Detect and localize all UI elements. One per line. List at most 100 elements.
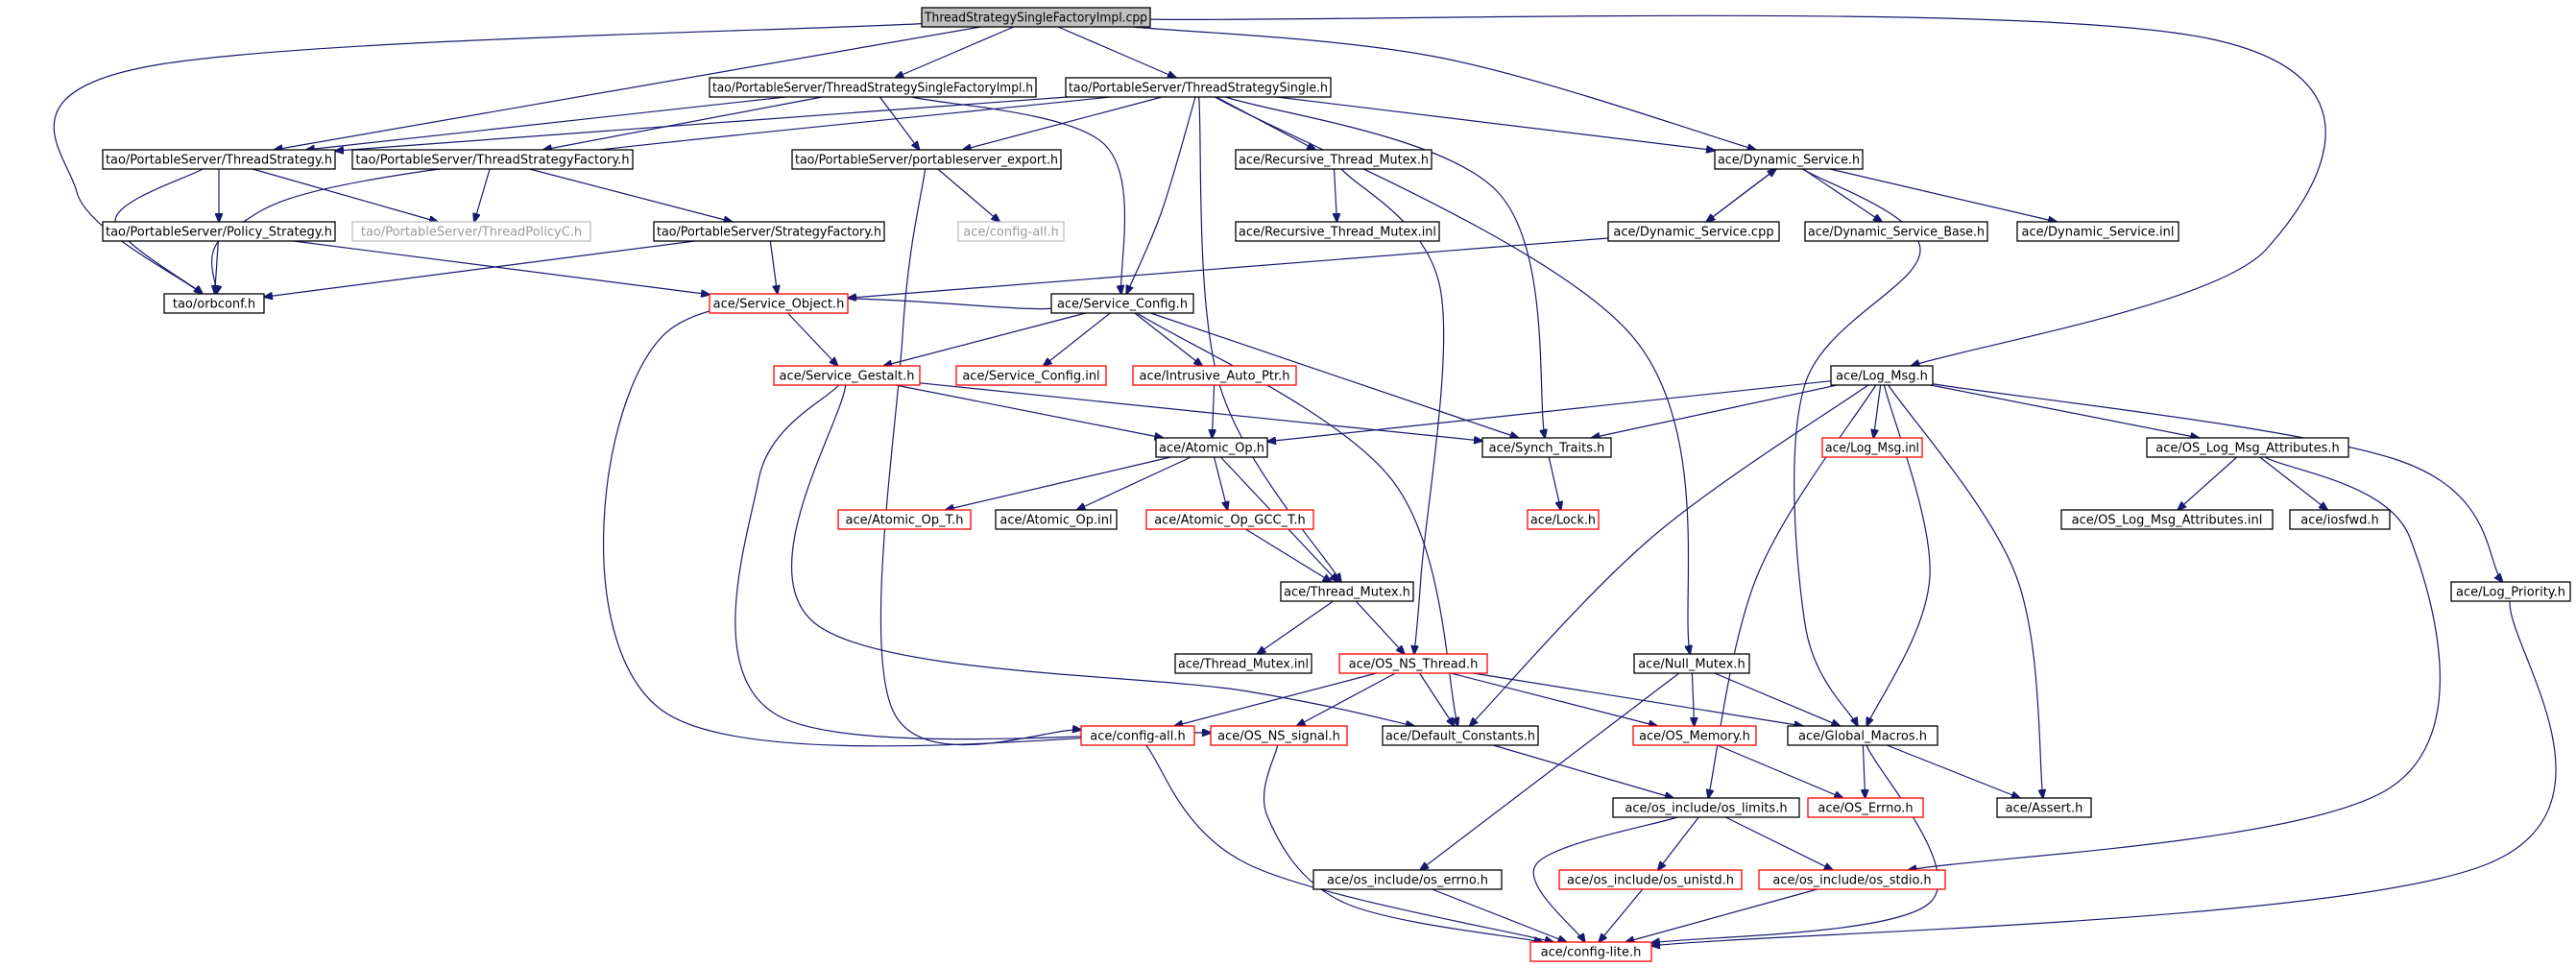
file-node-label: ace/Assert.h bbox=[2006, 802, 2083, 816]
include-edge-so_h-to-sg_h bbox=[787, 312, 837, 366]
include-edge-dyn_h-to-dyn_inl bbox=[1829, 168, 2057, 222]
file-node-box bbox=[957, 221, 1065, 242]
file-node-rtm_h[interactable]: ace/Recursive_Thread_Mutex.h bbox=[1235, 149, 1432, 170]
file-node-cfgall_top[interactable]: ace/config-all.h bbox=[957, 221, 1065, 242]
file-node-ps_h[interactable]: tao/PortableServer/Policy_Strategy.h bbox=[102, 221, 336, 242]
include-edge-osil_h-to-osiu_h bbox=[1658, 816, 1699, 870]
include-edge-tss_h-to-st_h bbox=[1225, 96, 1545, 438]
file-node-cfglite[interactable]: ace/config-lite.h bbox=[1529, 941, 1652, 962]
file-node-osnst_h[interactable]: ace/OS_NS_Thread.h bbox=[1338, 653, 1488, 674]
file-node-logmsg_inl[interactable]: ace/Log_Msg.inl bbox=[1821, 437, 1923, 458]
file-node-box bbox=[1830, 365, 1934, 386]
file-node-osil_h[interactable]: ace/os_include/os_limits.h bbox=[1612, 797, 1800, 818]
file-node-st_h[interactable]: ace/Synch_Traits.h bbox=[1481, 437, 1612, 458]
file-node-osnss_h[interactable]: ace/OS_NS_signal.h bbox=[1210, 725, 1348, 746]
file-node-aopg_h[interactable]: ace/Atomic_Op_GCC_T.h bbox=[1145, 509, 1314, 530]
file-node-box bbox=[1235, 149, 1432, 170]
file-node-label: ace/Intrusive_Auto_Ptr.h bbox=[1140, 370, 1290, 384]
include-edge-dyn_cpp-to-dyn_h bbox=[1705, 169, 1776, 223]
file-node-osie_h[interactable]: ace/os_include/os_errno.h bbox=[1312, 869, 1503, 890]
include-edge-tsf_h-to-sf_h bbox=[529, 168, 732, 222]
include-edge-osie_h-to-cfglite bbox=[1432, 888, 1566, 942]
file-node-dyn_h[interactable]: ace/Dynamic_Service.h bbox=[1714, 149, 1864, 170]
file-node-gm_h[interactable]: ace/Global_Macros.h bbox=[1787, 725, 1938, 746]
file-node-tss_h[interactable]: tao/PortableServer/ThreadStrategySingle.… bbox=[1065, 77, 1332, 98]
file-node-cfgall[interactable]: ace/config-all.h bbox=[1080, 725, 1195, 746]
file-node-box bbox=[709, 293, 849, 314]
file-node-dyn_cpp[interactable]: ace/Dynamic_Service.cpp bbox=[1607, 221, 1780, 242]
file-node-dc_h[interactable]: ace/Default_Constants.h bbox=[1382, 725, 1539, 746]
file-node-label: ace/Log_Msg.h bbox=[1836, 370, 1928, 384]
file-node-aopt_h[interactable]: ace/Atomic_Op_T.h bbox=[837, 509, 972, 530]
file-node-box bbox=[1804, 221, 1988, 242]
file-node-dyn_inl[interactable]: ace/Dynamic_Service.inl bbox=[2016, 221, 2179, 242]
include-edge-tss_h-to-rtm_h bbox=[1216, 96, 1315, 150]
file-node-box bbox=[1065, 77, 1332, 98]
file-node-tm_h[interactable]: ace/Thread_Mutex.h bbox=[1280, 581, 1414, 602]
file-node-box bbox=[1787, 725, 1938, 746]
include-edge-pse_h-to-cfgall_top bbox=[937, 168, 1000, 222]
file-node-sg_h[interactable]: ace/Service_Gestalt.h bbox=[773, 365, 921, 386]
file-node-tsf_h[interactable]: tao/PortableServer/ThreadStrategyFactory… bbox=[351, 149, 634, 170]
file-node-osis_h[interactable]: ace/os_include/os_stdio.h bbox=[1758, 869, 1946, 890]
file-node-sf_h[interactable]: tao/PortableServer/StrategyFactory.h bbox=[653, 221, 885, 242]
file-node-oslma_h[interactable]: ace/OS_Log_Msg_Attributes.h bbox=[2146, 437, 2349, 458]
file-node-label: ace/Atomic_Op.inl bbox=[999, 514, 1112, 528]
file-node-logprio_h[interactable]: ace/Log_Priority.h bbox=[2450, 581, 2571, 602]
file-node-sc_inl[interactable]: ace/Service_Config.inl bbox=[955, 365, 1107, 386]
file-node-nm_h[interactable]: ace/Null_Mutex.h bbox=[1633, 653, 1750, 674]
file-node-root[interactable]: ThreadStrategySingleFactoryImpl.cpp bbox=[921, 7, 1151, 28]
file-node-aop_h[interactable]: ace/Atomic_Op.h bbox=[1155, 437, 1268, 458]
file-node-orbconf[interactable]: tao/orbconf.h bbox=[163, 293, 265, 314]
file-node-lock_h[interactable]: ace/Lock.h bbox=[1527, 509, 1600, 530]
file-node-dynb_h[interactable]: ace/Dynamic_Service_Base.h bbox=[1804, 221, 1988, 242]
file-node-label: ace/Service_Object.h bbox=[713, 298, 845, 312]
file-node-logmsg_h[interactable]: ace/Log_Msg.h bbox=[1830, 365, 1934, 386]
file-node-rtm_inl[interactable]: ace/Recursive_Thread_Mutex.inl bbox=[1235, 221, 1440, 242]
file-node-oserrno_h[interactable]: ace/OS_Errno.h bbox=[1807, 797, 1924, 818]
file-node-label: ace/Service_Gestalt.h bbox=[779, 370, 914, 384]
file-node-label: ace/OS_Errno.h bbox=[1818, 802, 1913, 816]
file-node-oslma_inl[interactable]: ace/OS_Log_Msg_Attributes.inl bbox=[2060, 509, 2274, 530]
file-node-osmem_h[interactable]: ace/OS_Memory.h bbox=[1632, 725, 1757, 746]
include-edge-logmsg_h-to-assert_h bbox=[1888, 384, 2043, 798]
file-node-label: ace/Null_Mutex.h bbox=[1638, 658, 1745, 672]
file-node-box bbox=[955, 365, 1107, 386]
file-node-sc_h[interactable]: ace/Service_Config.h bbox=[1050, 293, 1194, 314]
dependency-edges bbox=[53, 14, 2557, 946]
include-edge-osnst_h-to-gm_h bbox=[1473, 672, 1802, 726]
file-node-tm_inl[interactable]: ace/Thread_Mutex.inl bbox=[1174, 653, 1312, 674]
file-node-tsfi_h[interactable]: tao/PortableServer/ThreadStrategySingleF… bbox=[709, 77, 1037, 98]
file-node-box bbox=[2146, 437, 2349, 458]
include-edge-osil_h-to-osis_h bbox=[1725, 816, 1832, 870]
file-node-iosfwd_h[interactable]: ace/iosfwd.h bbox=[2289, 509, 2391, 530]
file-node-pse_h[interactable]: tao/PortableServer/portableserver_export… bbox=[791, 149, 1062, 170]
include-edge-dyn_cpp-to-so_h bbox=[848, 237, 1609, 298]
include-edge-aopg_h-to-tm_h bbox=[1244, 528, 1331, 582]
file-node-assert_h[interactable]: ace/Assert.h bbox=[1996, 797, 2092, 818]
include-edge-osil_h-to-cfglite bbox=[1532, 816, 1678, 942]
file-node-label: ace/config-lite.h bbox=[1541, 946, 1642, 960]
file-node-box bbox=[2060, 509, 2274, 530]
file-node-aop_inl[interactable]: ace/Atomic_Op.inl bbox=[995, 509, 1118, 530]
include-edge-gm_h-to-assert_h bbox=[1886, 744, 2020, 798]
file-node-box bbox=[791, 149, 1062, 170]
file-node-tpc_h[interactable]: tao/PortableServer/ThreadPolicyC.h bbox=[351, 221, 591, 242]
file-node-box bbox=[653, 221, 885, 242]
include-edge-tss_h-to-nm_h bbox=[1215, 96, 1690, 654]
file-node-iap_h[interactable]: ace/Intrusive_Auto_Ptr.h bbox=[1132, 365, 1297, 386]
file-node-box bbox=[1280, 581, 1414, 602]
include-edge-tss_h-to-ts_h bbox=[335, 96, 1069, 151]
include-edge-root-to-tsfi_h bbox=[895, 26, 1014, 78]
file-node-ts_h[interactable]: tao/PortableServer/ThreadStrategy.h bbox=[102, 149, 336, 170]
file-node-label: ace/Atomic_Op.h bbox=[1159, 442, 1264, 456]
file-node-label: ace/Synch_Traits.h bbox=[1489, 442, 1605, 456]
file-node-label: ace/Service_Config.inl bbox=[962, 370, 1099, 384]
file-node-osiu_h[interactable]: ace/os_include/os_unistd.h bbox=[1558, 869, 1743, 890]
file-node-box bbox=[995, 509, 1118, 530]
file-node-label: ace/Dynamic_Service.cpp bbox=[1613, 226, 1773, 240]
file-node-label: ace/os_include/os_errno.h bbox=[1327, 874, 1488, 888]
file-node-so_h[interactable]: ace/Service_Object.h bbox=[709, 293, 849, 314]
include-edge-osis_h-to-cfglite bbox=[1625, 888, 1818, 942]
